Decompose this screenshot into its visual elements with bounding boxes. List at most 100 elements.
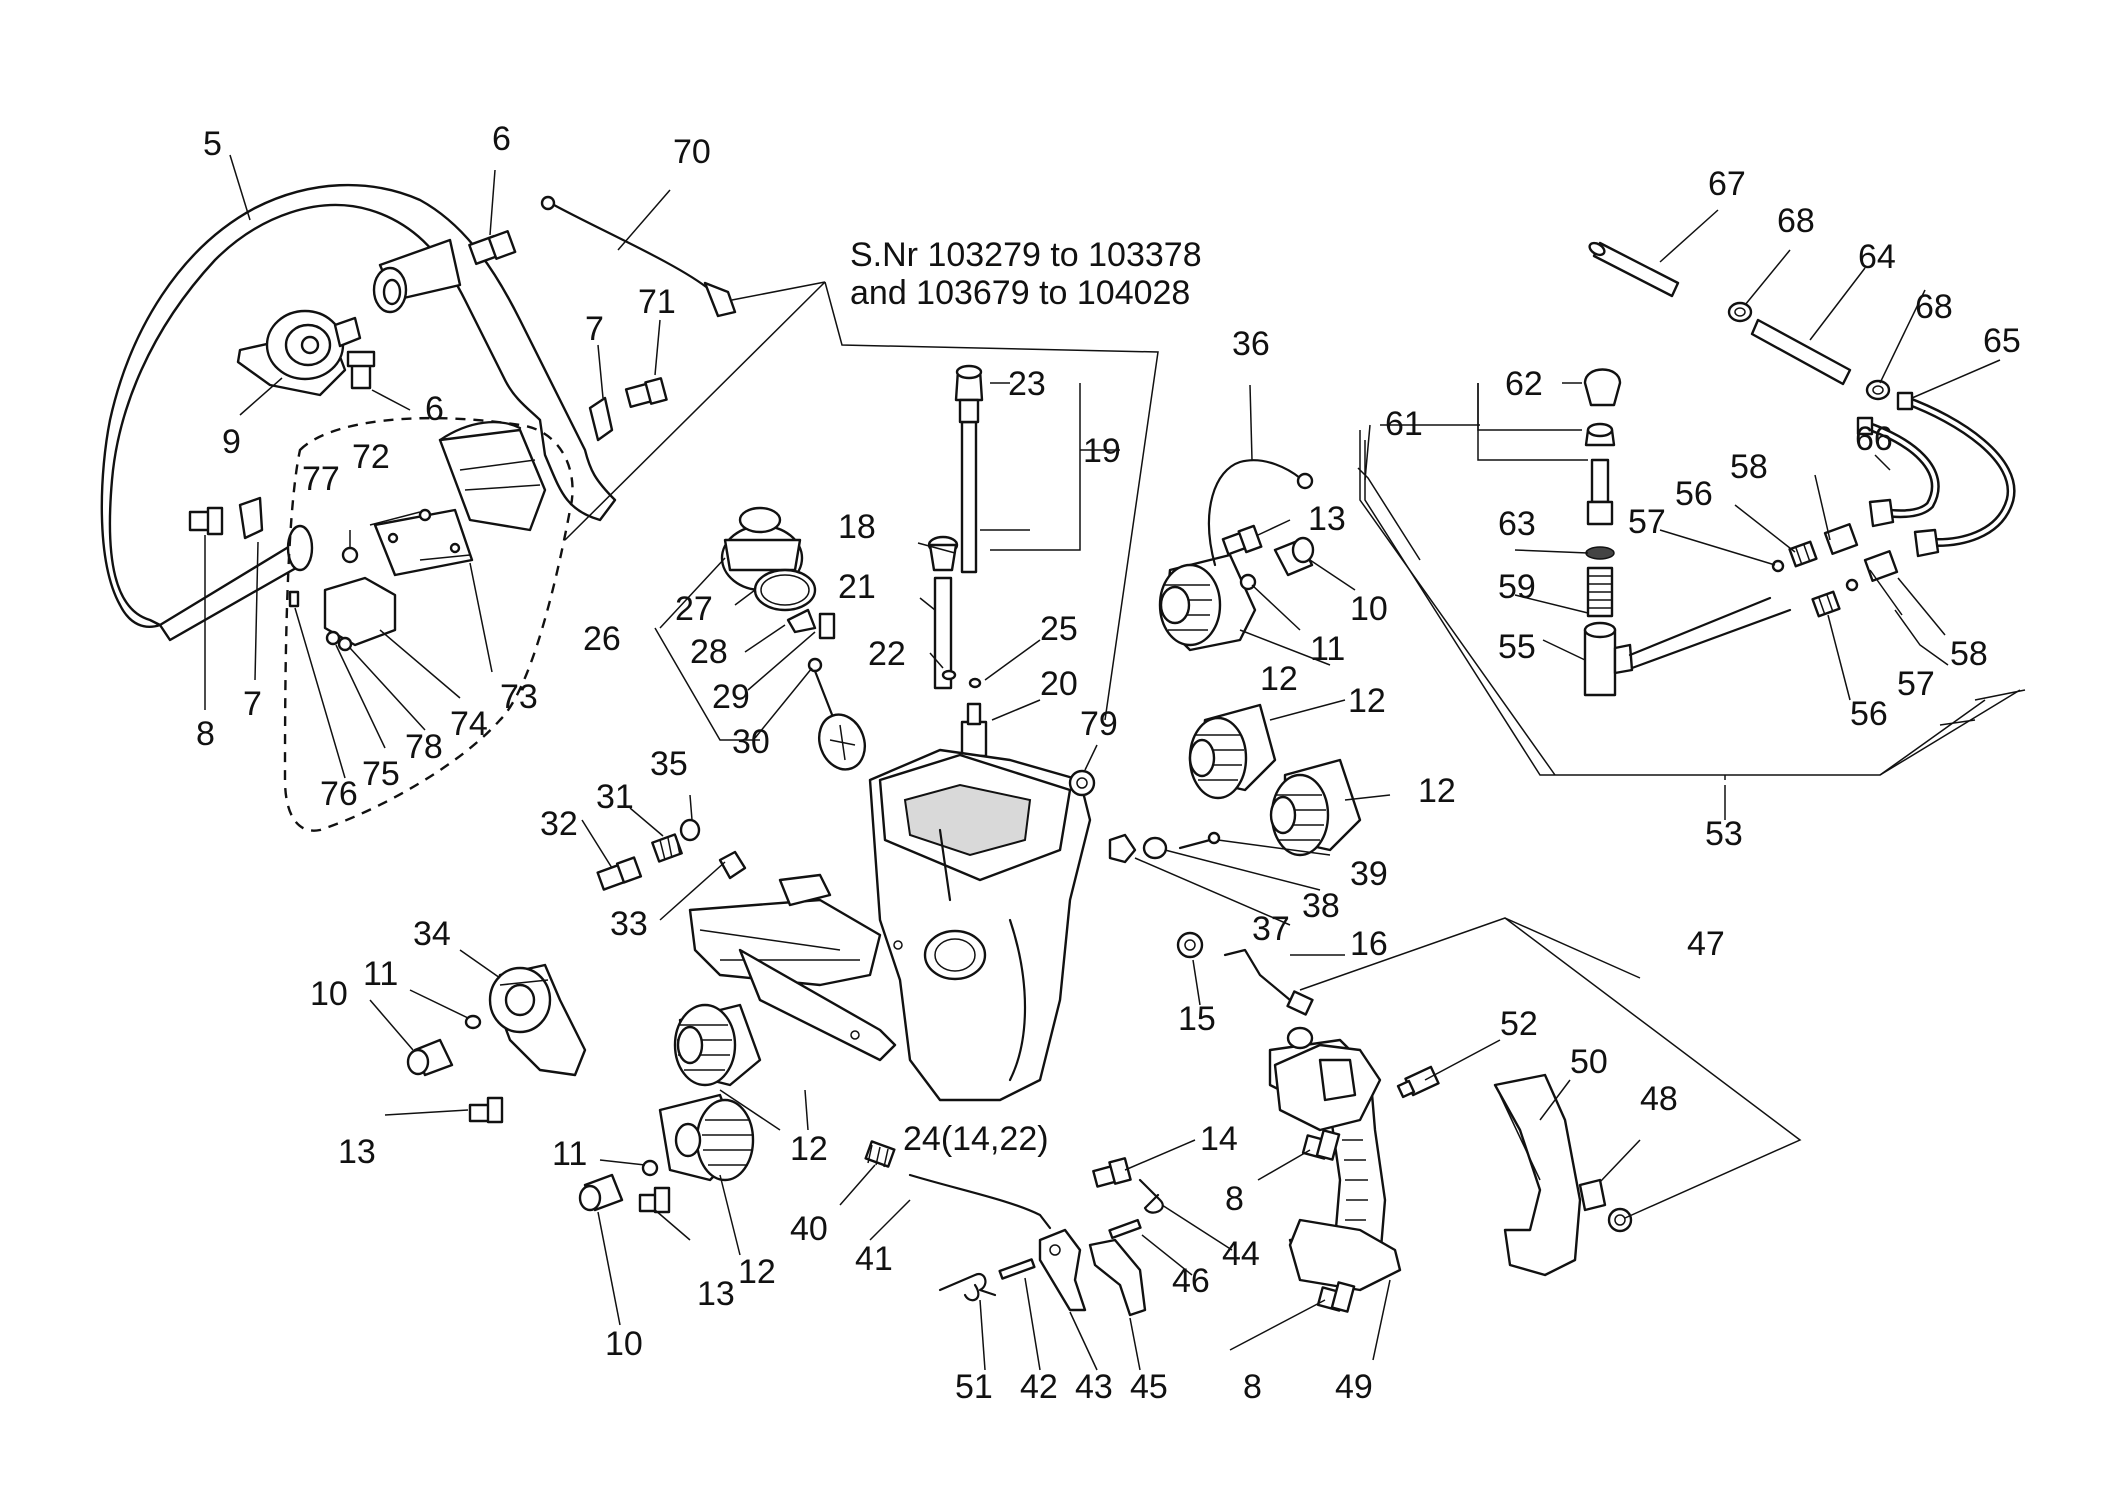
o-ring-27 xyxy=(753,568,817,612)
cover-50 xyxy=(1493,1073,1582,1277)
label-28: 28 xyxy=(690,633,728,671)
label-42: 42 xyxy=(1020,1368,1058,1406)
screw-8-left xyxy=(188,506,224,536)
nut-37 xyxy=(1108,833,1137,864)
label-14: 14 xyxy=(1200,1120,1238,1158)
label-16: 16 xyxy=(1350,925,1388,963)
av-element-12-top xyxy=(1158,553,1257,652)
label-32: 32 xyxy=(540,805,578,843)
plate-48 xyxy=(1578,1178,1607,1212)
washer-25 xyxy=(968,677,982,689)
label-68: 68 xyxy=(1915,288,1953,326)
pipe-19 xyxy=(954,364,984,574)
cable-70 xyxy=(540,195,737,318)
label-18: 18 xyxy=(838,508,876,546)
av-element-34 xyxy=(488,963,587,1077)
label-57: 57 xyxy=(1897,665,1935,703)
label-45: 45 xyxy=(1130,1368,1168,1406)
label-58: 58 xyxy=(1730,448,1768,486)
buffer-10-left xyxy=(406,1038,454,1077)
buffer-10-bottom xyxy=(578,1173,624,1212)
label-11: 11 xyxy=(363,955,398,993)
leader-lines xyxy=(204,154,2021,1371)
label-59: 59 xyxy=(1498,568,1536,606)
label-34: 34 xyxy=(413,915,451,953)
label-76: 76 xyxy=(320,775,358,813)
cable-36 xyxy=(1207,459,1314,567)
screw-13-left xyxy=(468,1096,504,1124)
label-73: 73 xyxy=(500,678,538,716)
label-10: 10 xyxy=(1350,590,1388,628)
label-27: 27 xyxy=(675,590,713,628)
label-10: 10 xyxy=(605,1325,643,1363)
pin-46 xyxy=(1108,1218,1142,1240)
label-70: 70 xyxy=(673,133,711,171)
filter-20 xyxy=(960,702,988,758)
label-56: 56 xyxy=(1675,475,1713,513)
label-12: 12 xyxy=(738,1253,776,1291)
spring-31 xyxy=(651,833,683,863)
label-19: 19 xyxy=(1083,432,1121,470)
screw-52 xyxy=(1396,1065,1440,1099)
washer-22 xyxy=(941,669,957,681)
label-10: 10 xyxy=(310,975,348,1013)
label-13: 13 xyxy=(1308,500,1346,538)
label-20: 20 xyxy=(1040,665,1078,703)
label-55: 55 xyxy=(1498,628,1536,666)
label-23: 23 xyxy=(1008,365,1046,403)
label-8: 8 xyxy=(1243,1368,1262,1406)
cap-62 xyxy=(1583,368,1622,407)
heater-group-outline xyxy=(283,416,574,832)
rod-41 xyxy=(908,1173,1052,1230)
av-element-12-mid xyxy=(1188,703,1277,800)
hose-67 xyxy=(1588,241,1680,298)
label-38: 38 xyxy=(1302,887,1340,925)
label-74: 74 xyxy=(450,705,488,743)
screw-13-bottom xyxy=(638,1186,671,1214)
label-51: 51 xyxy=(955,1368,993,1406)
screw-6-lower xyxy=(346,350,376,390)
dipstick-30 xyxy=(807,657,866,771)
label-12: 12 xyxy=(1348,682,1386,720)
pin-42 xyxy=(998,1258,1036,1280)
strainer-28 xyxy=(786,608,817,634)
label-52: 52 xyxy=(1500,1005,1538,1043)
check-valve-lower xyxy=(1811,550,1899,618)
spring-44 xyxy=(1138,1178,1164,1214)
washer-38 xyxy=(1142,836,1168,860)
part-labels: 5 6 70 6 9 7 71 77 72 8 7 73 74 78 75 76… xyxy=(196,120,2021,1406)
label-13: 13 xyxy=(338,1133,376,1171)
buffer-10-top xyxy=(1273,536,1315,577)
washer-11-top xyxy=(1239,573,1257,591)
screw-16-tip xyxy=(1286,1026,1314,1050)
label-7: 7 xyxy=(585,310,604,348)
label-41: 41 xyxy=(855,1240,893,1278)
label-11: 11 xyxy=(1310,630,1345,668)
pipe-65 xyxy=(1896,391,2016,558)
screw-15-cable-16 xyxy=(1176,931,1314,1016)
label-24: 24(14,22) xyxy=(903,1120,1049,1158)
screw-39 xyxy=(1178,831,1221,850)
spring-51 xyxy=(938,1272,997,1302)
label-48: 48 xyxy=(1640,1080,1678,1118)
serial-note-line2: and 103679 to 104028 xyxy=(850,274,1190,312)
label-78: 78 xyxy=(405,728,443,766)
label-57: 57 xyxy=(1628,503,1666,541)
hose-64 xyxy=(1750,318,1852,386)
label-63: 63 xyxy=(1498,505,1536,543)
screw-29 xyxy=(818,612,836,640)
washer-78 xyxy=(337,636,353,652)
clip-7-top xyxy=(588,396,614,442)
pipe-66 xyxy=(1856,416,1940,528)
label-44: 44 xyxy=(1222,1235,1260,1273)
label-22: 22 xyxy=(868,635,906,673)
washer-79 xyxy=(1068,769,1096,797)
label-75: 75 xyxy=(362,755,400,793)
clamp-68a xyxy=(1727,301,1753,323)
av-element-12-lower-left xyxy=(673,1003,762,1087)
label-53: 53 xyxy=(1705,815,1743,853)
screw-8-lower xyxy=(1316,1281,1356,1313)
screw-14 xyxy=(1092,1157,1132,1188)
label-79: 79 xyxy=(1080,705,1118,743)
